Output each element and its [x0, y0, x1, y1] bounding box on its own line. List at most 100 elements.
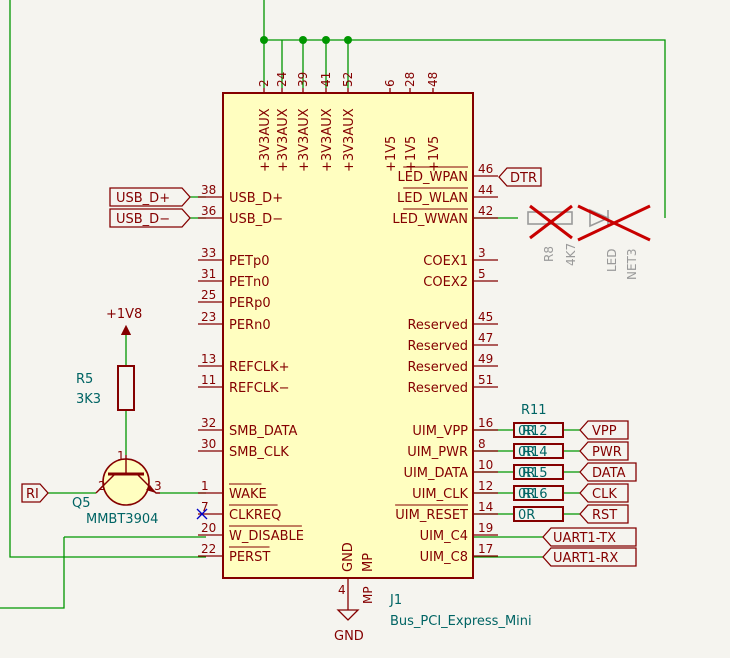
uim-resistor-ref: R12 [522, 424, 548, 439]
uim-resistor-ref: R16 [522, 487, 548, 502]
connector-reference: J1 [389, 593, 402, 608]
pin-name: LED_WLAN [397, 191, 468, 206]
pin-number: 38 [201, 183, 216, 197]
gnd-label: GND [334, 629, 364, 644]
pin-number: 30 [201, 437, 216, 451]
pin-number: 11 [201, 373, 216, 387]
led-ref: LED [605, 248, 619, 272]
resistor-r8-ref: R8 [542, 246, 556, 262]
resistor-r5-value: 3K3 [76, 392, 101, 407]
pin-number: 12 [478, 479, 493, 493]
uim-resistor-body[interactable] [513, 443, 564, 459]
pin-number: 47 [478, 331, 493, 345]
uim-resistor-ref: R15 [522, 466, 548, 481]
pin-name: +3V3AUX [342, 108, 357, 172]
pin-name: Reserved [407, 360, 468, 375]
pin-number: 10 [478, 458, 493, 472]
pin-number: 24 [275, 72, 289, 87]
net-label-ri: RI [21, 483, 49, 503]
uim-resistor-header-ref: R11 [521, 403, 547, 418]
connector-right-pins: 46LED_WPAN44LED_WLAN42LED_WWAN3COEX15COE… [392, 162, 498, 565]
pin-number: 23 [201, 310, 216, 324]
uim-resistor-body[interactable] [513, 485, 564, 501]
svg-text:USB_D−: USB_D− [116, 212, 170, 227]
pin-number: 51 [478, 373, 493, 387]
svg-text:PWR: PWR [592, 445, 622, 460]
svg-text:UART1-RX: UART1-RX [553, 551, 618, 566]
pin-name: PETn0 [229, 275, 270, 290]
uim-resistor-body[interactable] [513, 422, 564, 438]
pin-name: PERST [229, 550, 270, 565]
pin-number: 1 [201, 479, 209, 493]
pin-name: +1V5 [384, 136, 399, 172]
pin-number: 39 [296, 72, 310, 87]
pin-number: 14 [478, 500, 493, 514]
pin-number: 16 [478, 416, 493, 430]
connector-left-pins: 38USB_D+36USB_D−33PETp031PETn025PERp023P… [198, 183, 304, 565]
pin-name: UIM_DATA [403, 466, 468, 481]
wire-3v3-top [263, 0, 666, 218]
pin-mp-name: MP [361, 553, 376, 572]
net-label-vpp: VPP [579, 420, 629, 440]
pin-number: 31 [201, 267, 216, 281]
net-label-rst: RST [579, 504, 629, 524]
transistor-pin-2: 2 [98, 479, 106, 493]
gnd-symbol: GND [334, 600, 364, 644]
svg-text:UART1-TX: UART1-TX [553, 531, 616, 546]
pin-number: 28 [403, 72, 417, 87]
pin-name: UIM_PWR [407, 445, 468, 460]
pin-name: USB_D− [229, 212, 283, 227]
pin-name: UIM_VPP [412, 424, 468, 439]
pin-name: UIM_CLK [412, 487, 468, 502]
pin-name: Reserved [407, 381, 468, 396]
transistor-q5[interactable]: 1 2 3 Q5 MMBT3904 [72, 449, 162, 527]
pin-number: 49 [478, 352, 493, 366]
resistor-r8-value: 4K7 [564, 243, 578, 266]
pin-number: 45 [478, 310, 493, 324]
pin-name: PETp0 [229, 254, 270, 269]
pin-number: 44 [478, 183, 493, 197]
connector-j1-body[interactable] [222, 92, 474, 579]
pin-name: LED_WWAN [392, 212, 468, 227]
transistor-pin-3: 3 [154, 479, 162, 493]
svg-text:VPP: VPP [592, 424, 617, 439]
uim-resistor-value: 0R [518, 466, 535, 481]
pin-number: 32 [201, 416, 216, 430]
net-label-pwr: PWR [579, 441, 629, 461]
svg-text:DATA: DATA [592, 466, 626, 481]
pin-name: Reserved [407, 339, 468, 354]
uim-resistor-value: 0R [518, 487, 535, 502]
pin-number: 25 [201, 288, 216, 302]
pin-number: 22 [201, 542, 216, 556]
net-labels: USB_D+ USB_D− DTR RI VPP PWR DATA CLK [21, 167, 637, 567]
pin-4-number: 4 [338, 583, 346, 597]
pin-name: UIM_C8 [420, 550, 468, 565]
pin-name: SMB_DATA [229, 424, 297, 439]
uim-resistor-value: 0R [518, 445, 535, 460]
pin-name: UIM_RESET [395, 508, 468, 523]
pin-number: 42 [478, 204, 493, 218]
pin-number: 7 [201, 500, 209, 514]
net-label-usb-dp: USB_D+ [109, 187, 191, 207]
svg-text:USB_D+: USB_D+ [116, 191, 170, 206]
pin-name: CLKREQ [229, 508, 281, 523]
pin-name: PERn0 [229, 318, 271, 333]
uim-resistor-body[interactable] [513, 506, 564, 522]
wire-junctions [260, 36, 352, 44]
uim-resistor-body[interactable] [513, 464, 564, 480]
pin-name: +3V3AUX [276, 108, 291, 172]
power-1v8-symbol: +1V8 [106, 307, 142, 336]
pin-name: COEX2 [423, 275, 468, 290]
no-connect-marker [196, 508, 208, 520]
pin-name: WAKE [229, 487, 267, 502]
resistor-r5-ref: R5 [76, 372, 93, 387]
dnp-components[interactable]: R8 4K7 LED NET3 [527, 204, 651, 280]
pin-number: 52 [341, 72, 355, 87]
pin-gnd-name: GND [341, 542, 356, 572]
pin-number: 8 [478, 437, 486, 451]
uim-resistor-value: 0R [518, 508, 535, 523]
net-label-data: DATA [579, 462, 637, 482]
net-label-usb-dm: USB_D− [109, 208, 191, 228]
resistor-r5[interactable]: R5 3K3 [76, 365, 135, 411]
